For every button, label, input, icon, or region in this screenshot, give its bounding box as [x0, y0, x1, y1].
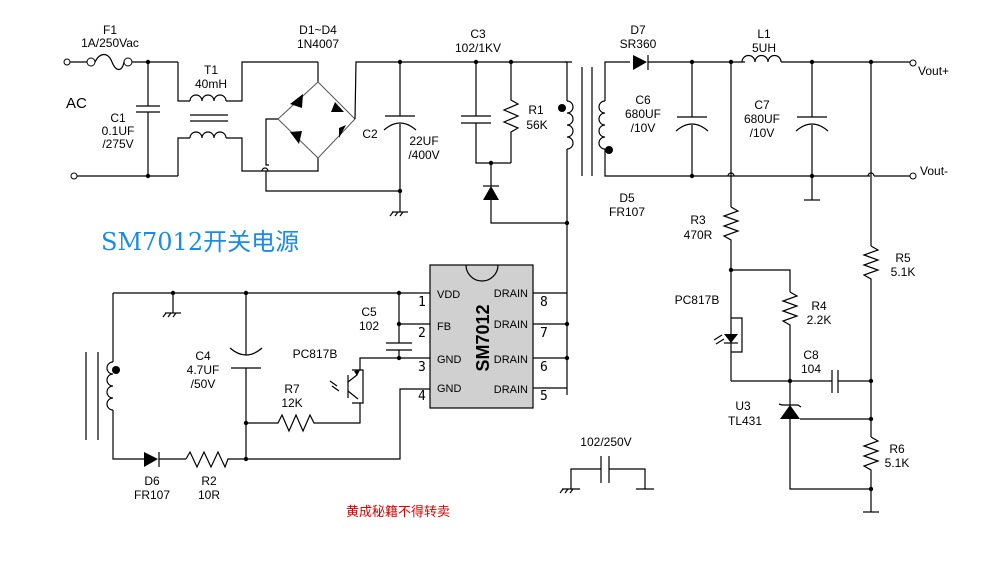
c1-rating: /275V: [102, 137, 133, 151]
c8-value: 104: [801, 362, 821, 376]
ic-name: SM7012: [473, 304, 493, 371]
c3-ref: C3: [470, 27, 486, 41]
ic-pin5-num: 5: [540, 389, 548, 404]
c7-rating: /10V: [750, 126, 775, 140]
c2-ref: C2: [362, 127, 378, 141]
r2-ref: R2: [201, 474, 217, 488]
auxiliary-primary: C4 4.7UF /50V D6 FR107 R2 10R R7 12K PC8…: [85, 290, 430, 502]
c3-value: 102/1KV: [455, 41, 501, 55]
d5-ref: D5: [619, 191, 635, 205]
c1-ref: C1: [110, 111, 126, 125]
ic-pin4-num: 4: [418, 389, 426, 404]
d1-d4-ref: D1~D4: [299, 23, 337, 37]
r4-value: 2.2K: [807, 313, 832, 327]
r7-ref: R7: [284, 382, 300, 396]
vout-plus-label: Vout+: [918, 64, 949, 78]
r2-value: 10R: [198, 488, 220, 502]
feedback-secondary: R3 470R R4 2.2K PC817B C8 104 U3 TL431 R…: [675, 62, 916, 513]
snubber: C3 102/1KV R1 56K: [455, 27, 570, 226]
c5-ref: C5: [361, 305, 377, 319]
y-capacitor: 102/250V: [559, 435, 654, 494]
r4-ref: R4: [811, 299, 827, 313]
diode-d7: D7 SR360: [620, 23, 745, 70]
ac-input: AC: [63, 58, 87, 180]
c4-rating: /50V: [191, 377, 216, 391]
ic-pin7-num: 7: [540, 326, 548, 341]
capacitor-c6: C6 680UF /10V: [625, 59, 709, 179]
d1-d4-value: 1N4007: [297, 37, 339, 51]
c2-value: 22UF: [409, 134, 438, 148]
ac-label: AC: [66, 95, 87, 112]
ic-pin6-num: 6: [540, 360, 548, 375]
r1-ref: R1: [528, 103, 544, 117]
ic-notch: [465, 264, 499, 282]
inductor-l1: L1 5UH: [728, 27, 913, 65]
ic-pin5-name: DRAIN: [494, 384, 528, 396]
ic-pin1-name: VDD: [437, 289, 460, 301]
bridge-rectifier-d1-d4: D1~D4 1N4007: [261, 23, 572, 192]
fuse-f1: F1 1A/250Vac: [70, 23, 178, 71]
ic-pin6-name: DRAIN: [494, 354, 528, 366]
ic-pin4-name: GND: [437, 383, 462, 395]
c8-ref: C8: [803, 348, 819, 362]
ac-terminal-bottom: [70, 172, 78, 180]
c2-rating: /400V: [408, 148, 439, 162]
c4-value: 4.7UF: [187, 363, 220, 377]
ic-pin8-name: DRAIN: [494, 288, 528, 300]
pc817b-led-label: PC817B: [675, 293, 720, 307]
capacitor-c1: C1 0.1UF /275V: [102, 59, 160, 179]
d5-value: FR107: [609, 205, 645, 219]
r1-value: 56K: [526, 118, 547, 132]
d6-value: FR107: [134, 488, 170, 502]
capacitor-c7: C7 680UF /10V: [744, 59, 829, 201]
c6-rating: /10V: [631, 121, 656, 135]
f1-value: 1A/250Vac: [81, 36, 139, 50]
capacitor-c2: C2 22UF /400V: [362, 59, 440, 217]
ic-pin1-num: 1: [418, 295, 426, 310]
t1-value: 40mH: [195, 77, 227, 91]
u3-value: TL431: [728, 414, 762, 428]
d7-value: SR360: [620, 37, 657, 51]
l1-value: 5UH: [752, 41, 776, 55]
r6-ref: R6: [889, 442, 905, 456]
vout-plus-terminal: [909, 59, 917, 67]
d7-ref: D7: [630, 23, 646, 37]
c7-value: 680UF: [744, 112, 780, 126]
c6-ref: C6: [635, 93, 651, 107]
c1-value: 0.1UF: [102, 124, 135, 138]
choke-t1: T1 40mH: [177, 61, 319, 176]
vout-minus-label: Vout-: [920, 164, 948, 178]
schematic-title: SM7012开关电源: [101, 228, 299, 256]
ic-body: [429, 264, 534, 409]
ic-pin2-name: FB: [437, 321, 451, 333]
ic-pin2-num: 2: [418, 326, 426, 341]
r3-value: 470R: [684, 228, 713, 242]
r3-ref: R3: [690, 213, 706, 227]
c4-ref: C4: [195, 349, 211, 363]
d6-ref: D6: [144, 474, 160, 488]
r6-value: 5.1K: [885, 456, 910, 470]
ic-pin7-name: DRAIN: [494, 319, 528, 331]
c7-ref: C7: [754, 98, 770, 112]
ic-pin8-num: 8: [540, 295, 548, 310]
watermark-text: 黄成秘籍不得转卖: [346, 504, 450, 520]
r5-ref: R5: [895, 251, 911, 265]
l1-ref: L1: [757, 27, 771, 41]
c5-value: 102: [359, 319, 379, 333]
y-cap-value: 102/250V: [580, 435, 631, 449]
ic-pin3-num: 3: [418, 360, 426, 375]
t1-ref: T1: [204, 63, 218, 77]
f1-ref: F1: [103, 23, 117, 37]
pc817b-transistor-label: PC817B: [293, 347, 338, 361]
transformer: [558, 61, 870, 395]
ic-pin3-name: GND: [437, 354, 462, 366]
vout-minus-terminal: [909, 172, 917, 180]
u3-ref: U3: [735, 399, 751, 413]
r5-value: 5.1K: [891, 265, 916, 279]
ic-sm7012: VDD FB GND GND DRAIN DRAIN DRAIN DRAIN S…: [418, 264, 570, 409]
r7-value: 12K: [281, 396, 302, 410]
c6-value: 680UF: [625, 107, 661, 121]
ac-terminal-top: [63, 58, 71, 66]
